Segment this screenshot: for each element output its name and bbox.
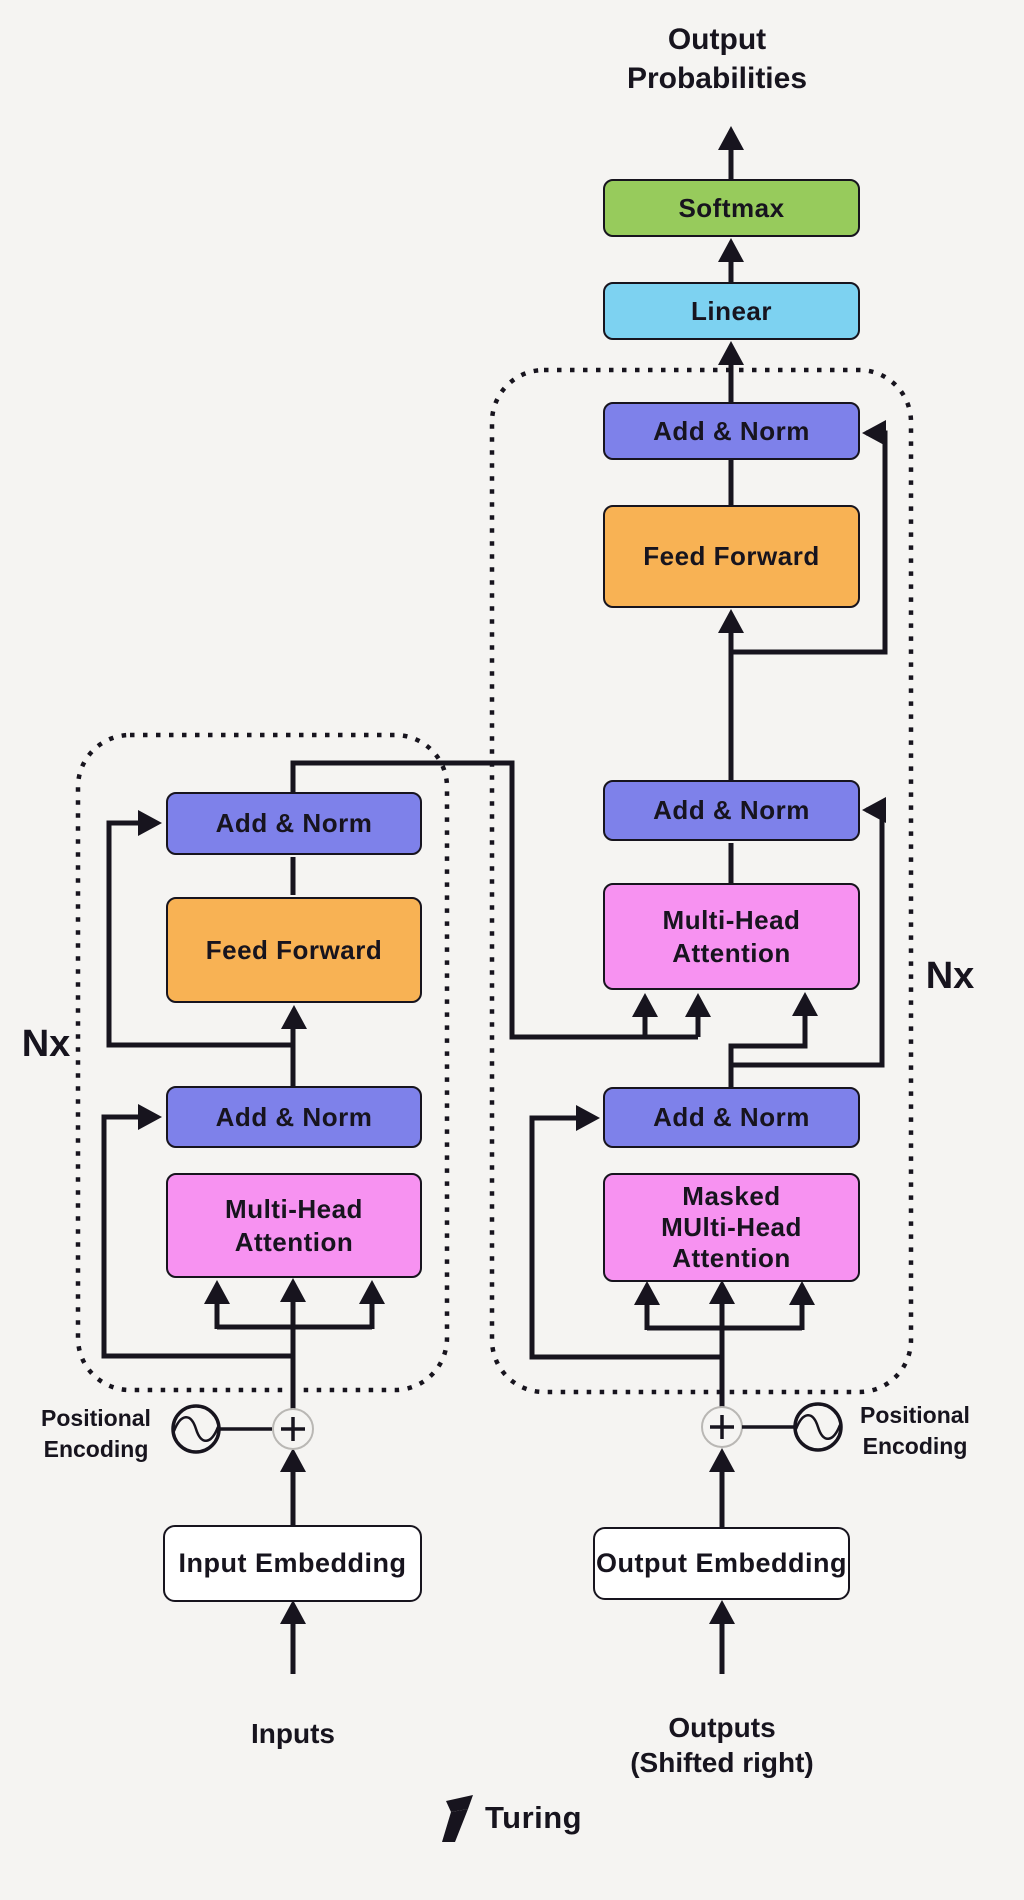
feed-forward-label: Feed Forward xyxy=(643,541,820,571)
arrow-up-icon xyxy=(204,1280,230,1304)
inputs-label: Inputs xyxy=(251,1718,335,1749)
masked-multi-head-attention-box: Masked MUlti-Head Attention xyxy=(603,1173,860,1282)
add-norm-label: Add & Norm xyxy=(653,415,810,446)
nx-label-decoder: Nx xyxy=(925,955,975,997)
arrow-up-icon xyxy=(718,126,744,150)
arrow-up-icon xyxy=(280,1278,306,1302)
arrow-left-icon xyxy=(862,420,886,446)
outputs-label: Outputs (Shifted right) xyxy=(611,1710,833,1780)
add-norm-label: Add & Norm xyxy=(653,1102,810,1132)
arrow-up-icon xyxy=(709,1280,735,1304)
encoder-add-norm-bottom-box: Add & Norm xyxy=(166,1086,422,1148)
dec-query-line xyxy=(728,1014,808,1087)
mha-label-line1: Multi-Head xyxy=(225,1193,363,1224)
nx-label-encoder: Nx xyxy=(21,1023,71,1065)
encoder-block-outline xyxy=(75,732,450,1393)
enc-ff-residual-line xyxy=(106,820,293,1048)
output-embedding-label: Output Embedding xyxy=(596,1548,847,1578)
linear-box: Linear xyxy=(603,282,860,340)
positional-line1: Positional xyxy=(860,1402,970,1428)
input-embedding-label: Input Embedding xyxy=(178,1548,407,1578)
encoder-multi-head-attention-box: Multi-Head Attention xyxy=(166,1173,422,1278)
masked-label-line2: MUlti-Head xyxy=(661,1212,802,1242)
decoder-feed-forward-box: Feed Forward xyxy=(603,505,860,608)
arrow-up-icon xyxy=(709,1448,735,1472)
arrow-up-icon xyxy=(634,1281,660,1305)
sine-wave-curve xyxy=(794,1414,842,1440)
turing-brand: Turing xyxy=(441,1793,582,1843)
outputs-line2: (Shifted right) xyxy=(630,1747,814,1778)
title-line1: Output xyxy=(667,23,767,56)
arrow-up-icon xyxy=(789,1281,815,1305)
title-line2: Probabilities xyxy=(626,62,808,95)
masked-label-line3: Attention xyxy=(672,1243,791,1273)
arrow-up-icon xyxy=(718,238,744,262)
arrow-up-icon xyxy=(632,993,658,1017)
arrow-right-icon xyxy=(576,1105,600,1131)
arrow-up-icon xyxy=(281,1005,307,1029)
encoder-to-decoder-line xyxy=(290,760,698,1040)
softmax-box: Softmax xyxy=(603,179,860,237)
decoder-block-outline xyxy=(489,367,914,1395)
positional-line2: Encoding xyxy=(43,1436,149,1462)
positional-encoding-label-right: Positional Encoding xyxy=(844,1400,986,1462)
arrow-up-icon xyxy=(685,993,711,1017)
arrow-up-icon xyxy=(359,1280,385,1304)
output-embedding-box: Output Embedding xyxy=(593,1527,850,1600)
linear-label: Linear xyxy=(690,295,773,326)
turing-logo-icon xyxy=(442,1795,473,1842)
mha-label-line2: Attention xyxy=(672,937,791,968)
mha-label-line1: Multi-Head xyxy=(662,904,801,935)
decoder-multi-head-attention-box: Multi-Head Attention xyxy=(603,883,860,990)
mha-label-line2: Attention xyxy=(234,1226,354,1257)
enc-mha-residual-line xyxy=(101,1114,293,1359)
arrow-up-icon xyxy=(280,1600,306,1624)
decoder-add-norm-top-box: Add & Norm xyxy=(603,402,860,460)
arrow-up-icon xyxy=(709,1600,735,1624)
add-norm-label: Add & Norm xyxy=(215,808,373,838)
outputs-line1: Outputs xyxy=(668,1712,776,1743)
positional-encoding-symbols xyxy=(171,1402,843,1454)
arrow-right-icon xyxy=(138,1104,162,1130)
arrow-left-icon xyxy=(862,797,886,823)
output-probabilities-title: Output Probabilities xyxy=(567,20,867,98)
masked-mha-residual-line xyxy=(529,1115,722,1360)
decoder-add-norm-middle-box: Add & Norm xyxy=(603,780,860,841)
positional-line1: Positional xyxy=(41,1405,151,1431)
masked-label-line1: Masked xyxy=(682,1181,781,1211)
arrow-up-icon xyxy=(718,341,744,365)
arrowheads xyxy=(138,126,886,1624)
arrow-right-icon xyxy=(138,810,162,836)
encoder-add-norm-top-box: Add & Norm xyxy=(166,792,422,855)
add-norm-label: Add & Norm xyxy=(215,1101,373,1132)
softmax-label: Softmax xyxy=(678,192,785,223)
arrow-up-icon xyxy=(280,1448,306,1472)
encoder-feed-forward-box: Feed Forward xyxy=(166,897,422,1003)
brand-name: Turing xyxy=(485,1800,583,1835)
sine-wave-curve xyxy=(172,1416,220,1442)
positional-line2: Encoding xyxy=(862,1433,968,1459)
arrow-up-icon xyxy=(718,609,744,633)
arrow-up-icon xyxy=(792,992,818,1016)
feed-forward-label: Feed Forward xyxy=(205,934,383,965)
add-norm-label: Add & Norm xyxy=(653,795,810,825)
input-embedding-box: Input Embedding xyxy=(163,1525,422,1602)
positional-encoding-label-left: Positional Encoding xyxy=(25,1403,167,1465)
decoder-add-norm-bottom-box: Add & Norm xyxy=(603,1087,860,1148)
